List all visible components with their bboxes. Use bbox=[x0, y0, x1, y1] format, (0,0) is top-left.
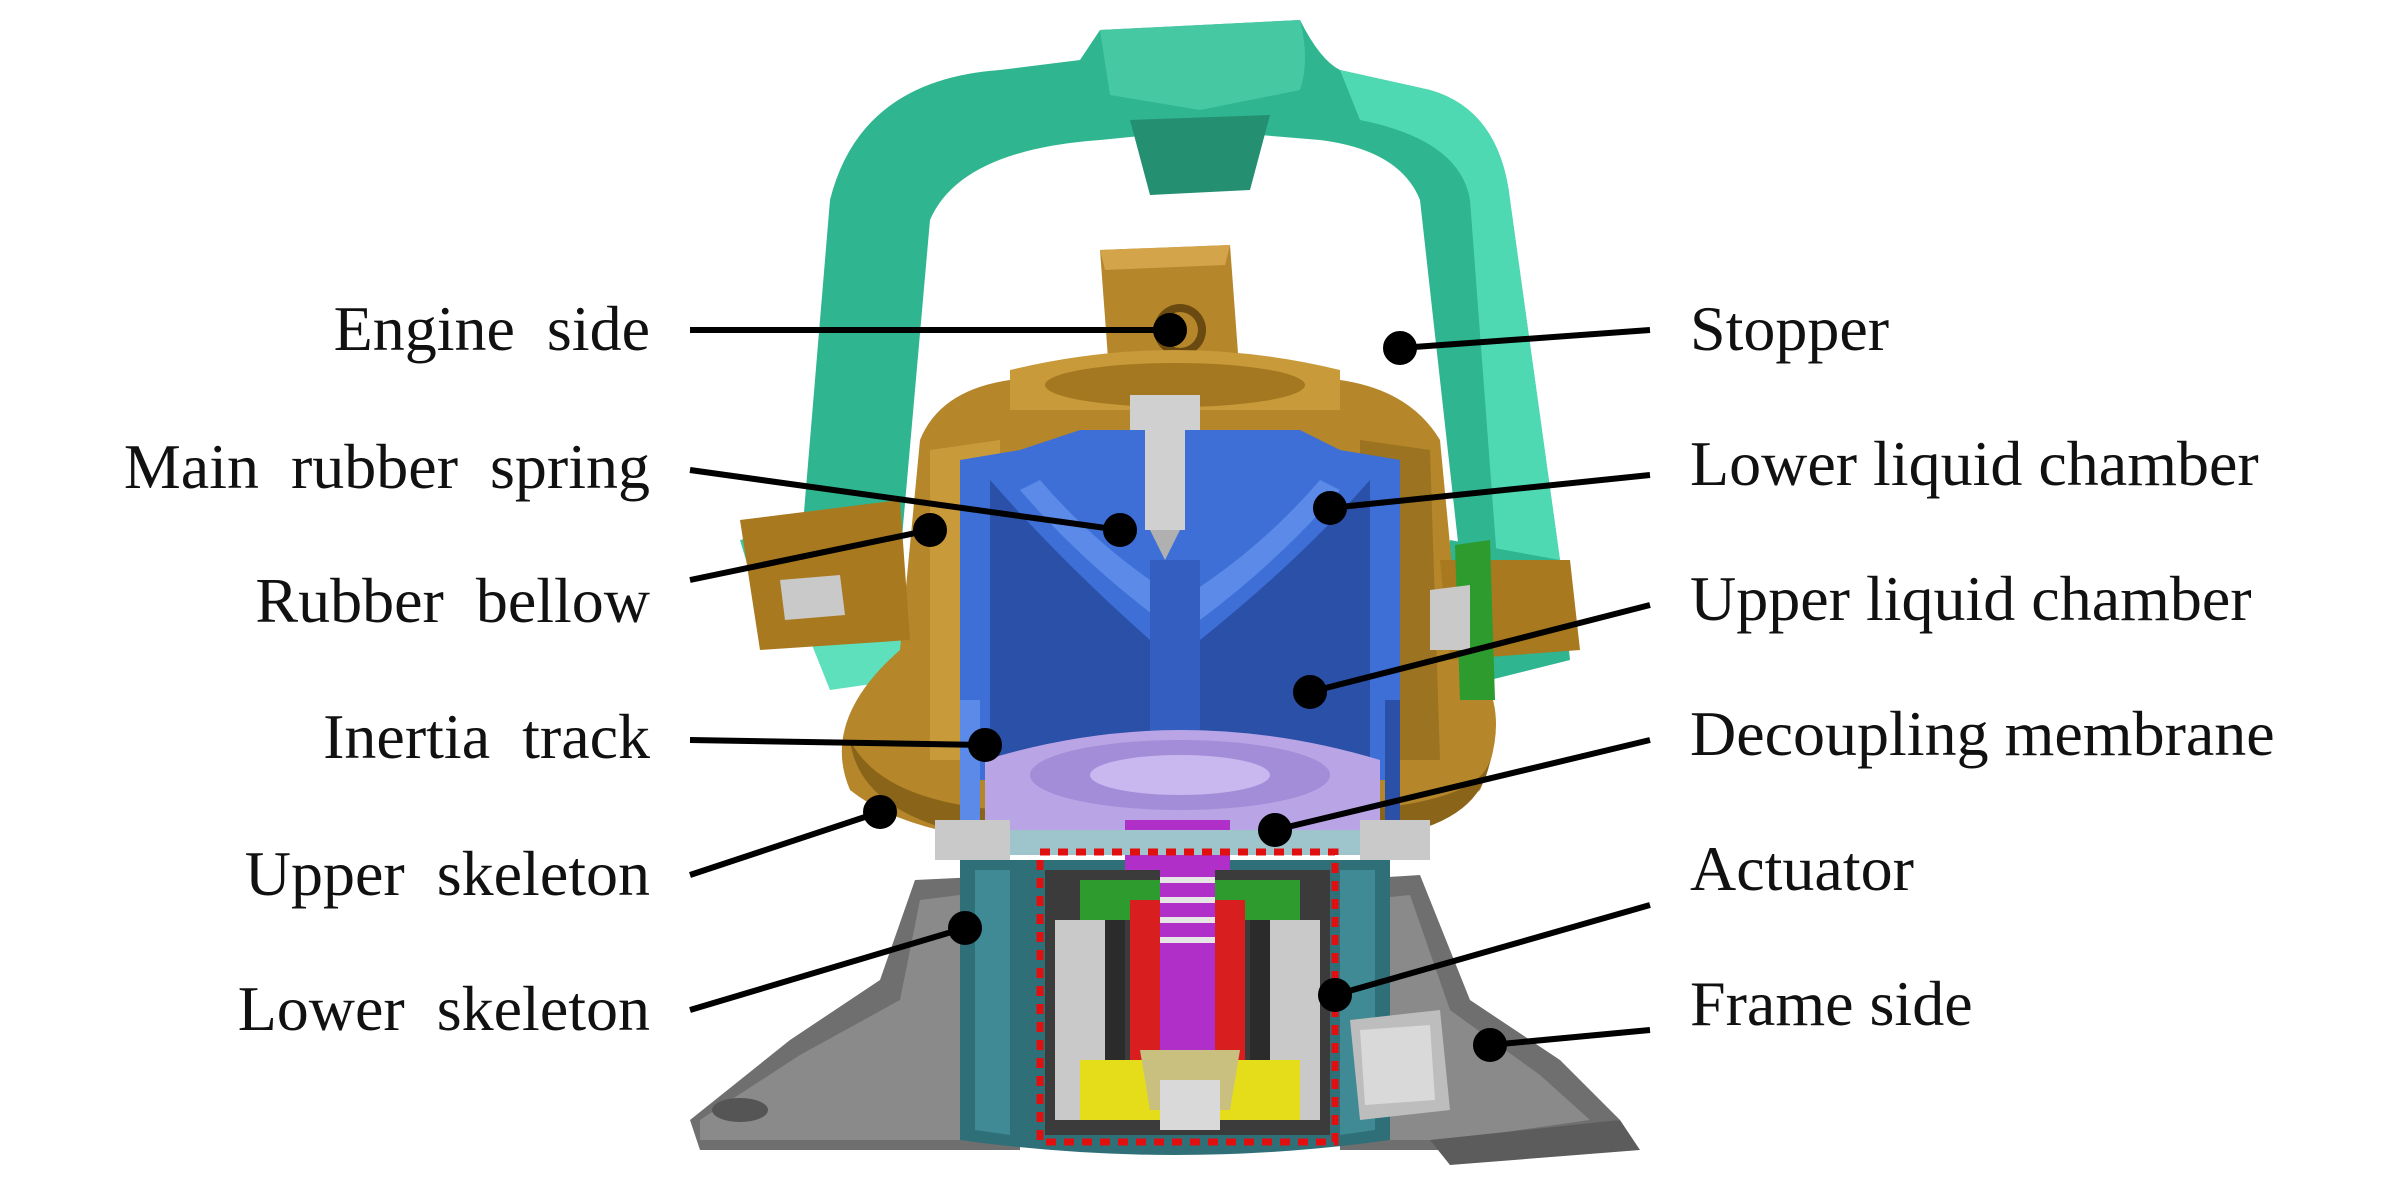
decoupling-membrane-dot bbox=[1258, 813, 1292, 847]
label-upper-skeleton: Upper skeleton bbox=[245, 838, 650, 909]
label-actuator: Actuator bbox=[1690, 833, 1914, 904]
lower-skeleton-dot bbox=[948, 911, 982, 945]
label-engine-side: Engine side bbox=[334, 293, 650, 364]
label-decoupling-membrane: Decoupling membrane bbox=[1690, 698, 2275, 769]
inertia-track-dot bbox=[968, 728, 1002, 762]
label-lower-skeleton: Lower skeleton bbox=[238, 973, 650, 1044]
label-rubber-bellow: Rubber bellow bbox=[255, 565, 650, 636]
left-labels: Engine side Main rubber spring Rubber be… bbox=[124, 293, 650, 1044]
main-rubber-spring-part bbox=[960, 395, 1400, 780]
left-bolt-part bbox=[780, 575, 845, 620]
label-stopper: Stopper bbox=[1690, 293, 1889, 364]
engine-side-dot bbox=[1153, 313, 1187, 347]
rubber-bellow-dot bbox=[913, 513, 947, 547]
label-lower-liquid-chamber: Lower liquid chamber bbox=[1690, 428, 2259, 499]
upper-liquid-chamber-dot bbox=[1293, 675, 1327, 709]
upper-skeleton-dot bbox=[863, 795, 897, 829]
label-main-rubber-spring: Main rubber spring bbox=[124, 431, 650, 502]
label-upper-liquid-chamber: Upper liquid chamber bbox=[1690, 563, 2252, 634]
stopper-dot bbox=[1383, 331, 1417, 365]
label-frame-side: Frame side bbox=[1690, 968, 1973, 1039]
connector-part bbox=[1350, 1010, 1450, 1120]
label-inertia-track: Inertia track bbox=[323, 701, 650, 772]
leader-lines bbox=[689, 313, 1651, 1062]
actuator-dot bbox=[1318, 978, 1352, 1012]
right-labels: Stopper Lower liquid chamber Upper liqui… bbox=[1690, 293, 2275, 1039]
side-clip-part bbox=[1430, 540, 1495, 700]
frame-side-dot bbox=[1473, 1028, 1507, 1062]
lower-liquid-chamber-dot bbox=[1313, 491, 1347, 525]
actuator-part bbox=[1045, 860, 1330, 1135]
main-rubber-spring-dot bbox=[1103, 513, 1137, 547]
lower-skeleton-part bbox=[690, 875, 1020, 1150]
